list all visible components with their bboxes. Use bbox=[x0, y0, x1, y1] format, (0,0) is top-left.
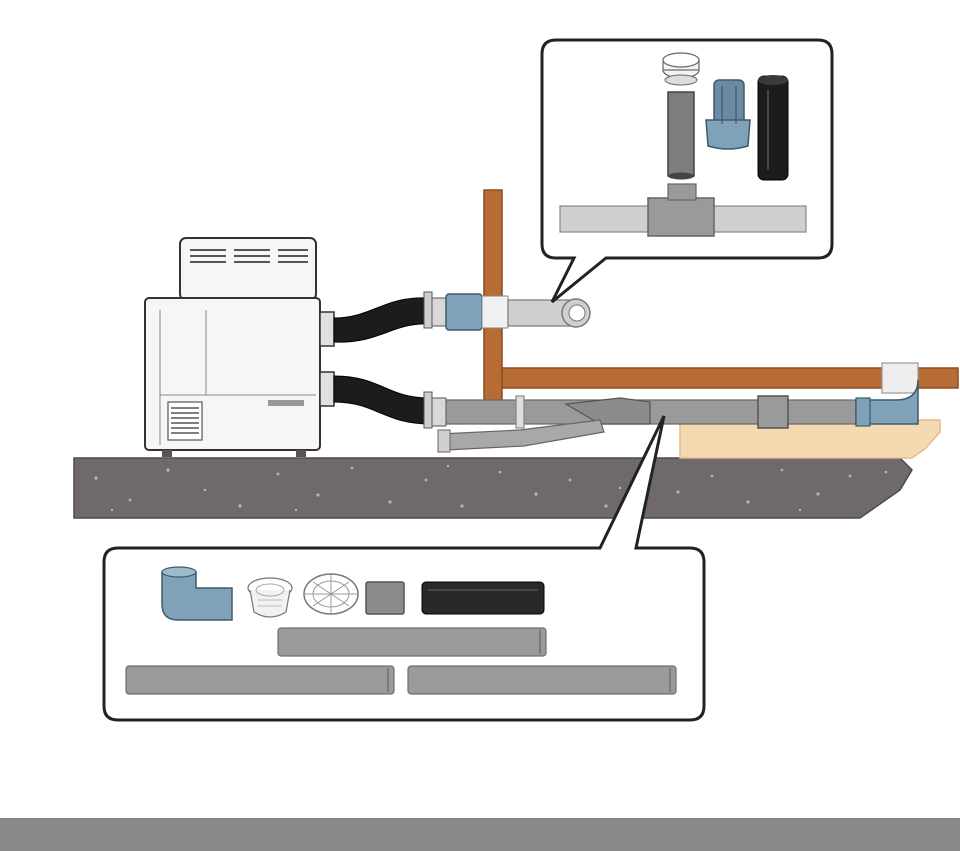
pvc-pipe bbox=[125, 665, 395, 695]
pvc-pipe bbox=[277, 627, 547, 657]
pool-heater bbox=[144, 237, 335, 457]
ground-slab bbox=[73, 457, 913, 519]
flange bbox=[319, 371, 335, 407]
flexible-hose bbox=[333, 291, 433, 429]
wall-duct bbox=[881, 362, 919, 394]
heater-lower-vent bbox=[171, 407, 199, 434]
elbow bbox=[161, 566, 233, 621]
footer-bar bbox=[0, 818, 960, 851]
flexible-hose bbox=[421, 581, 545, 615]
flexible-hose bbox=[757, 75, 789, 181]
check-valve bbox=[445, 293, 483, 331]
drain-grate bbox=[303, 573, 359, 615]
pvc-pipe bbox=[407, 665, 677, 695]
ground-speckles bbox=[94, 464, 888, 512]
callout-upper bbox=[540, 38, 834, 304]
coupling bbox=[365, 581, 405, 615]
coupling bbox=[757, 395, 789, 429]
lower-pipe-run bbox=[431, 379, 919, 453]
elbow bbox=[855, 379, 919, 425]
raised-floor bbox=[679, 419, 941, 459]
pvc-pipe bbox=[445, 399, 857, 425]
callout-lower bbox=[102, 415, 706, 722]
tee bbox=[647, 197, 715, 237]
pvc-pipe bbox=[667, 91, 695, 177]
flange bbox=[319, 311, 335, 347]
upper-pipe-run bbox=[431, 293, 591, 331]
drain-grate bbox=[247, 577, 293, 618]
drain-grate bbox=[662, 52, 700, 86]
heater-top-vents bbox=[190, 249, 308, 263]
wood-floor-beam bbox=[497, 362, 959, 394]
check-valve bbox=[705, 79, 751, 150]
